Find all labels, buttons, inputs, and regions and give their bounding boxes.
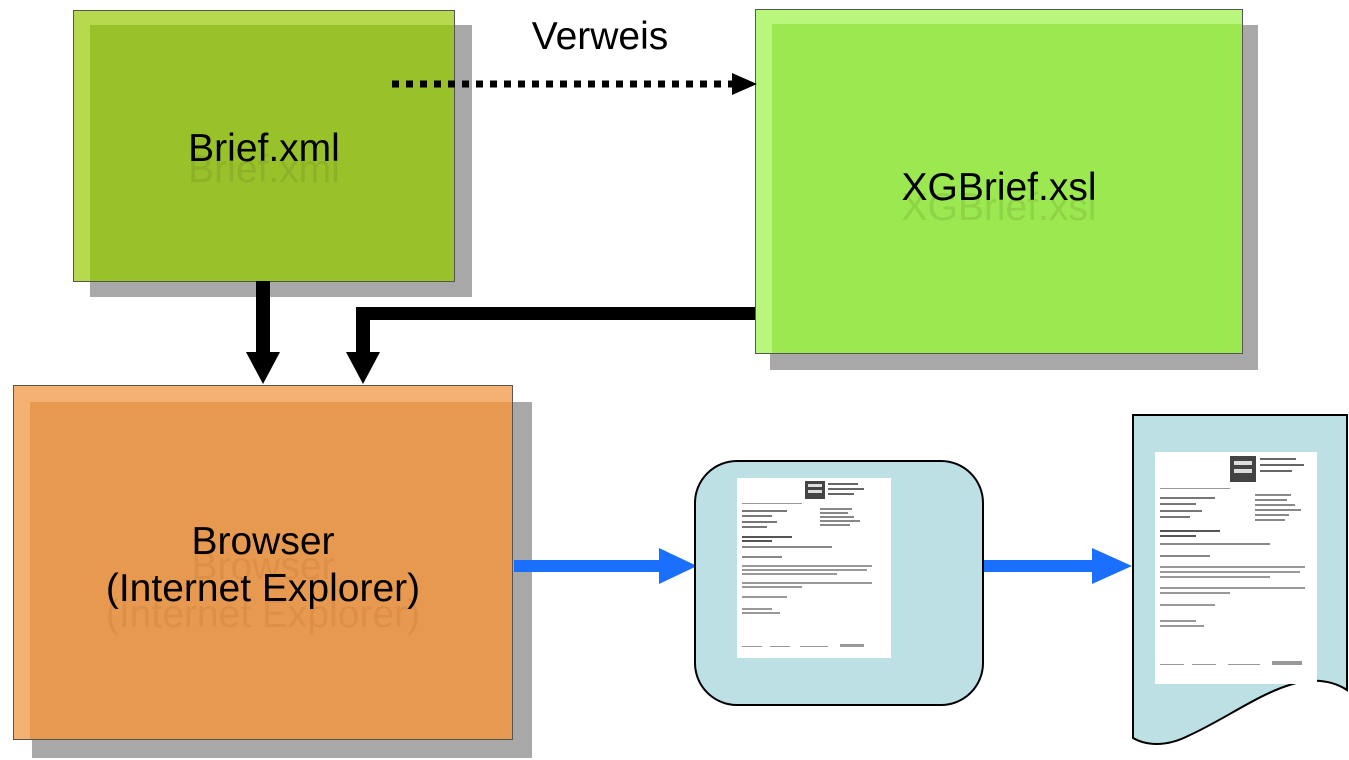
brief-xml-ghost-label: Brief.xml xyxy=(188,148,340,191)
rendered-letter-page xyxy=(737,478,891,658)
xgbrief-xsl-highlight xyxy=(756,10,1242,24)
browser-highlight xyxy=(14,386,512,402)
xsl-to-browser-arrow xyxy=(346,307,755,384)
reference-label: Verweis xyxy=(531,15,669,58)
brief-xml-highlight-left xyxy=(74,11,90,281)
rendered-letter-box xyxy=(694,460,984,706)
render-to-print-arrow xyxy=(984,548,1132,584)
browser-label-line2: (Internet Explorer) xyxy=(105,567,421,610)
printed-letter-page xyxy=(1155,452,1317,684)
xgbrief-xsl-box[interactable]: XGBrief.xsl XGBrief.xsl xyxy=(755,9,1243,354)
browser-box[interactable]: Browser (Internet Explorer) Browser (Int… xyxy=(13,385,513,740)
browser-to-render-arrow xyxy=(514,548,697,584)
xgbrief-xsl-ghost-label: XGBrief.xsl xyxy=(901,186,1097,229)
browser-highlight-left xyxy=(14,386,30,739)
brief-xml-label: Brief.xml xyxy=(188,127,340,170)
brief-xml-highlight xyxy=(74,11,454,25)
xgbrief-xsl-label: XGBrief.xsl xyxy=(901,166,1097,209)
xgbrief-xsl-highlight-left xyxy=(756,10,772,353)
browser-ghost-label-1: Browser xyxy=(191,545,335,588)
brief-xml-box[interactable]: Brief.xml Brief.xml xyxy=(73,10,455,282)
browser-ghost-label-2: (Internet Explorer) xyxy=(105,593,421,636)
printed-letter-shape xyxy=(1132,414,1348,745)
browser-label-line1: Browser xyxy=(191,520,335,563)
